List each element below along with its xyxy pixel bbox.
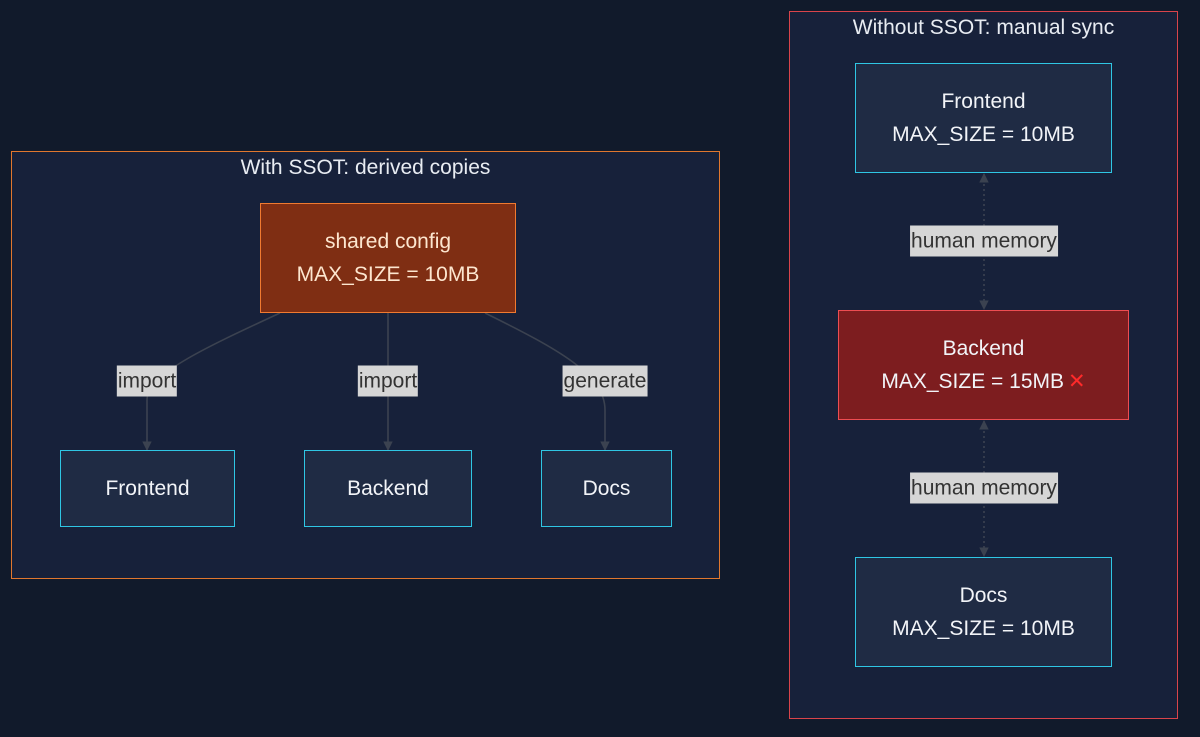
manual-docs-node: Docs MAX_SIZE = 10MB	[855, 557, 1112, 667]
manual-frontend-node: Frontend MAX_SIZE = 10MB	[855, 63, 1112, 173]
edge-label-human-memory-top: human memory	[910, 225, 1058, 257]
edge-label-generate-docs: generate	[562, 365, 648, 397]
manual-backend-name: Backend	[942, 337, 1025, 360]
ssot-docs-label: Docs	[582, 477, 631, 500]
manual-backend-value: MAX_SIZE = 15MB	[881, 370, 1065, 393]
ssot-backend-label: Backend	[347, 477, 429, 500]
manual-frontend-name: Frontend	[941, 90, 1026, 113]
shared-config-value: MAX_SIZE = 10MB	[296, 263, 480, 286]
manual-backend-value-row: MAX_SIZE = 15MB✕	[881, 365, 1085, 398]
manual-frontend-value: MAX_SIZE = 10MB	[892, 123, 1075, 146]
edge-label-import-frontend: import	[116, 365, 178, 397]
ssot-docs-node: Docs	[541, 450, 672, 527]
edge-label-human-memory-bottom: human memory	[910, 472, 1058, 504]
manual-backend-node: Backend MAX_SIZE = 15MB✕	[838, 310, 1129, 420]
ssot-cluster-title: With SSOT: derived copies	[240, 156, 491, 179]
shared-config-name: shared config	[324, 230, 452, 253]
manual-docs-value: MAX_SIZE = 10MB	[892, 617, 1075, 640]
ssot-frontend-label: Frontend	[105, 477, 190, 500]
manual-sync-cluster-title: Without SSOT: manual sync	[852, 16, 1115, 39]
ssot-frontend-node: Frontend	[60, 450, 235, 527]
manual-docs-name: Docs	[959, 584, 1008, 607]
error-cross-icon: ✕	[1068, 370, 1086, 393]
ssot-backend-node: Backend	[304, 450, 472, 527]
edge-label-import-backend: import	[357, 365, 419, 397]
shared-config-node: shared config MAX_SIZE = 10MB	[260, 203, 516, 313]
